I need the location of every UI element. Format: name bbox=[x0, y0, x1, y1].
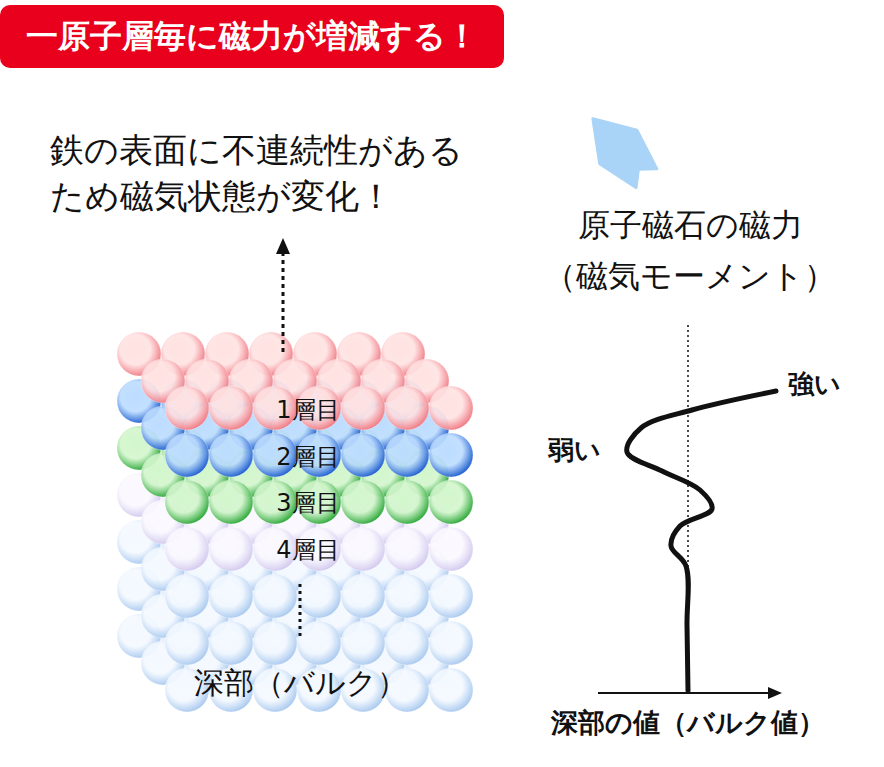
atom-sphere bbox=[429, 480, 473, 524]
layer-label: 1層目 bbox=[276, 396, 339, 425]
atom-sphere bbox=[429, 433, 473, 477]
atom-sphere bbox=[209, 621, 253, 665]
layer-label: 2層目 bbox=[276, 443, 339, 472]
atom-sphere bbox=[341, 480, 385, 524]
x-axis-head bbox=[768, 687, 782, 699]
atom-sphere bbox=[341, 574, 385, 618]
block-arrow bbox=[574, 102, 665, 195]
atom-sphere bbox=[165, 621, 209, 665]
atom-sphere bbox=[165, 433, 209, 477]
weak-label: 弱い bbox=[548, 435, 601, 466]
atom-stack bbox=[117, 332, 473, 712]
atom-sphere bbox=[165, 386, 209, 430]
atom-sphere bbox=[385, 480, 429, 524]
atom-sphere bbox=[385, 621, 429, 665]
atom-sphere bbox=[385, 574, 429, 618]
atom-sphere bbox=[209, 386, 253, 430]
atom-sphere bbox=[297, 574, 341, 618]
atom-sphere bbox=[385, 386, 429, 430]
title-banner: 一原子層毎に磁力が増減する！ bbox=[0, 5, 504, 68]
bulk-label: 深部（バルク） bbox=[194, 665, 407, 701]
x-axis bbox=[598, 692, 770, 694]
atom-sphere bbox=[341, 621, 385, 665]
atom-sphere bbox=[429, 527, 473, 571]
layer-label: 4層目 bbox=[276, 536, 339, 565]
surface-arrow-line bbox=[282, 252, 285, 352]
atom-sphere bbox=[253, 574, 297, 618]
atom-sphere bbox=[209, 574, 253, 618]
surface-note: 鉄の表面に不連続性がある ため磁気状態が変化！ bbox=[50, 128, 520, 220]
moment-curve bbox=[627, 391, 776, 691]
banner-text: 一原子層毎に磁力が増減する！ bbox=[26, 17, 478, 55]
atom-sphere bbox=[209, 527, 253, 571]
atom-sphere bbox=[165, 527, 209, 571]
atom-sphere bbox=[209, 480, 253, 524]
atom-sphere bbox=[385, 527, 429, 571]
atom-sphere bbox=[429, 574, 473, 618]
atom-sphere bbox=[297, 621, 341, 665]
atom-sphere bbox=[341, 527, 385, 571]
surface-arrow-head bbox=[276, 238, 290, 254]
atom-sphere bbox=[209, 433, 253, 477]
continuation-dots bbox=[299, 584, 302, 636]
strong-label: 強い bbox=[788, 369, 841, 400]
atom-sphere bbox=[385, 433, 429, 477]
atom-sphere bbox=[429, 386, 473, 430]
atom-sphere bbox=[429, 621, 473, 665]
atom-sphere bbox=[429, 668, 473, 712]
atom-sphere bbox=[253, 621, 297, 665]
atom-sphere bbox=[341, 386, 385, 430]
atom-sphere bbox=[165, 574, 209, 618]
graph-title: 原子磁石の磁力 （磁気モーメント） bbox=[535, 200, 845, 302]
atom-sphere bbox=[341, 433, 385, 477]
atom-sphere bbox=[165, 480, 209, 524]
axis-label: 深部の値（バルク値） bbox=[551, 707, 825, 739]
layer-label: 3層目 bbox=[276, 489, 339, 518]
